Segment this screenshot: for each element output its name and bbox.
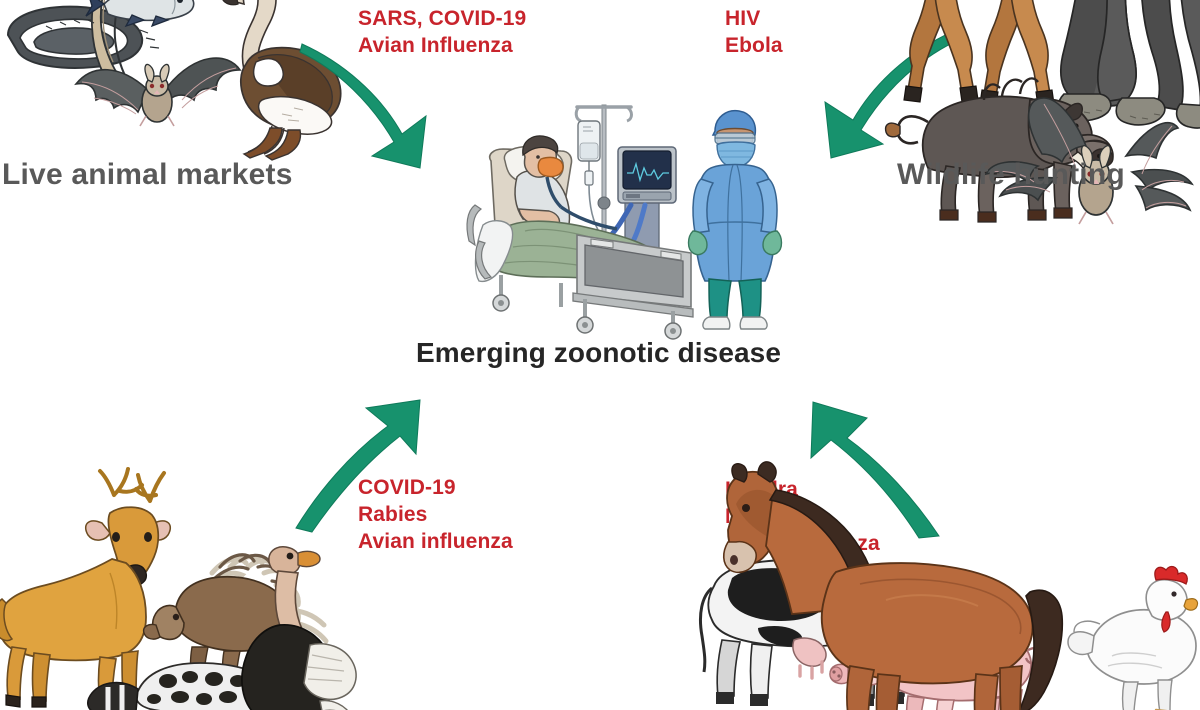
diseases-bottom-left: COVID-19 Rabies Avian influenza [358, 475, 513, 556]
bottom-left-animal-group [0, 467, 357, 710]
deer-illustration [0, 467, 172, 710]
disease-item: SARS, COVID-19 [358, 7, 527, 30]
ostrich-illustration [241, 546, 357, 710]
horse-illustration [722, 461, 1064, 710]
bat-illustration [984, 97, 1194, 225]
label-emerging-zoonotic-disease: Emerging zoonotic disease [416, 337, 782, 368]
doctor-ppe-illustration [687, 109, 783, 330]
bat-illustration [74, 57, 242, 127]
top-left-animal-group [6, 0, 342, 161]
disease-item: Rabies [358, 502, 428, 526]
iv-stand-illustration [574, 104, 633, 300]
antelope-illustration [903, 0, 1055, 107]
center-hospital-scene [466, 104, 783, 340]
diseases-top-right: HIV Ebola [725, 6, 783, 60]
arrow-bottom-left-to-center [295, 399, 421, 533]
gorilla-illustration [1057, 0, 1200, 129]
chicken-illustration [1067, 565, 1199, 710]
label-live-animal-markets: Live animal markets [2, 158, 293, 191]
bottom-right-animal-group [698, 461, 1199, 710]
arrow-bottom-right-to-center [810, 401, 940, 539]
disease-item: Avian influenza [358, 529, 513, 553]
top-right-animal-group [884, 0, 1200, 225]
arrow-top-left-to-center [299, 43, 427, 169]
disease-item: COVID-19 [358, 476, 456, 499]
disease-item: HIV [725, 7, 761, 30]
hospital-bed-illustration [466, 135, 694, 340]
goose-illustration [222, 0, 342, 161]
diseases-top-left: SARS, COVID-19 Avian Influenza [358, 6, 526, 60]
label-wildlife-hunting: Wildlife hunting [897, 158, 1125, 191]
disease-item: Avian Influenza [358, 33, 513, 57]
disease-item: Ebola [725, 33, 783, 57]
fish-illustration [85, 0, 195, 28]
